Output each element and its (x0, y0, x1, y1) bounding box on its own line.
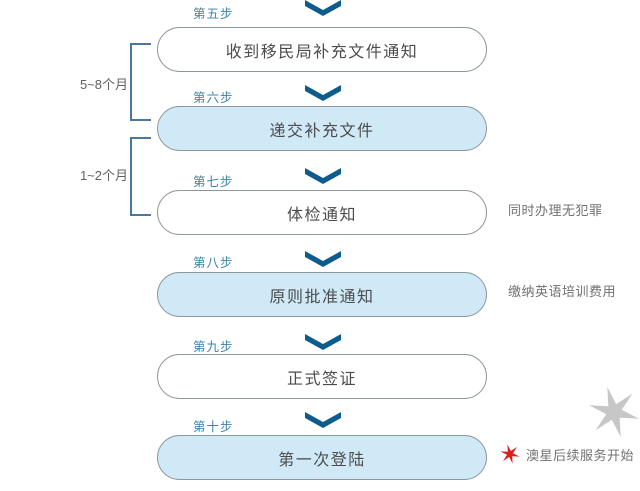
duration-bracket-2 (130, 137, 151, 216)
chevron-down-icon (305, 0, 341, 16)
duration-label-1-2-months: 1~2个月 (79, 168, 128, 183)
step-label-6: 第六步 (193, 91, 234, 105)
side-note-followup-service: 澳星后续服务开始 (500, 444, 634, 464)
duration-label-5-8-months: 5~8个月 (79, 77, 128, 92)
step-box-formal-visa: 正式签证 (157, 354, 487, 399)
chevron-down-icon (305, 168, 341, 184)
chevron-down-icon (305, 412, 341, 428)
step-label-8: 第八步 (193, 256, 234, 270)
red-star-icon (500, 444, 520, 464)
step-box-first-landing: 第一次登陆 (157, 435, 487, 480)
side-note-no-criminal-record: 同时办理无犯罪 (508, 203, 603, 218)
step-box-medical-exam-notice: 体检通知 (157, 190, 487, 235)
step-label-7: 第七步 (193, 175, 234, 189)
gray-star-icon (588, 386, 640, 438)
duration-bracket-1 (130, 43, 151, 121)
step-box-submit-supplementary-docs: 递交补充文件 (157, 106, 487, 151)
step-label-5: 第五步 (193, 7, 234, 21)
step-label-10: 第十步 (193, 420, 234, 434)
chevron-down-icon (305, 85, 341, 101)
side-note-english-training-fee: 缴纳英语培训费用 (508, 284, 617, 299)
step-box-principle-approval-notice: 原则批准通知 (157, 272, 487, 317)
side-note-followup-service-label: 澳星后续服务开始 (526, 447, 635, 463)
chevron-down-icon (305, 334, 341, 350)
chevron-down-icon (305, 251, 341, 267)
step-box-notice-supplementary-docs: 收到移民局补充文件通知 (157, 27, 487, 72)
step-label-9: 第九步 (193, 340, 234, 354)
